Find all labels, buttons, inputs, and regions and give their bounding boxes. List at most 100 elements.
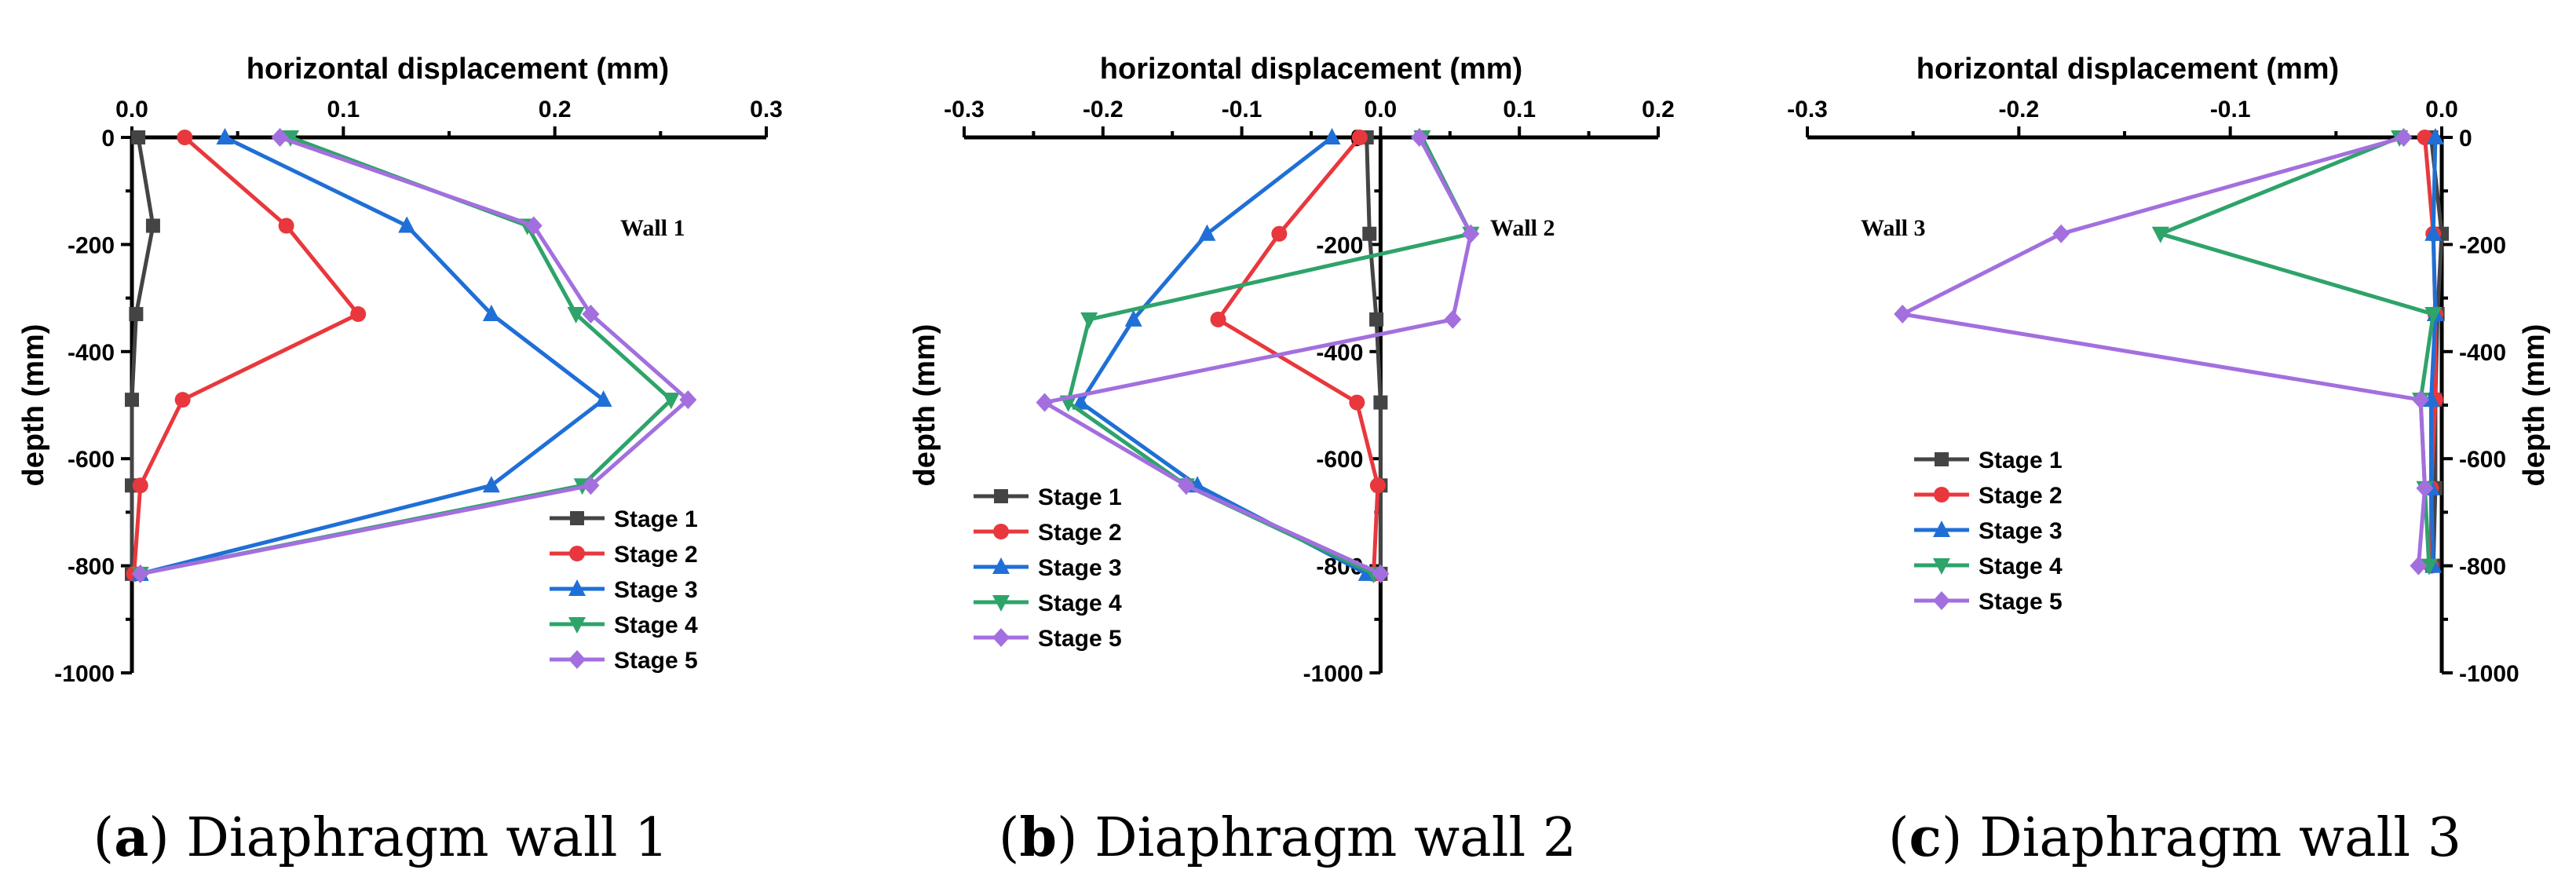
legend-entry: Stage 2 [550,542,698,568]
y-tick-label: -1000 [2459,661,2519,687]
data-point [2424,224,2443,241]
data-point [271,128,289,147]
data-point [1072,393,1090,410]
caption-b-letter: b [1019,806,1057,869]
legend-label: Stage 1 [1979,448,2063,473]
legend-marker [994,489,1008,503]
series-2 [126,130,367,582]
x-tick-label: -0.2 [1998,97,2039,122]
data-point [177,130,193,145]
legend-marker [1933,521,1950,537]
series-line [1365,137,1383,574]
legend-label: Stage 1 [1038,484,1122,510]
series-line [1900,135,2427,566]
data-point [1080,312,1098,329]
chart-panel-b: -0.3-0.2-0.10.00.10.20-200-400-600-800-1… [908,53,1675,687]
legend-entry: Stage 1 [550,506,698,532]
legend-marker [992,557,1010,574]
data-point [1124,309,1142,327]
legend-label: Stage 4 [1979,554,2063,579]
data-point [1271,225,1288,242]
legend-label: Stage 2 [1038,520,1122,546]
legend-marker [569,546,585,561]
data-point [2420,558,2438,576]
data-point [2151,226,2169,243]
data-point [1198,224,1216,241]
data-point [2424,307,2443,324]
data-point [2422,390,2440,407]
legend-label: Stage 2 [1979,483,2063,509]
data-point [1369,312,1384,327]
data-point [1323,128,1341,144]
x-axis-title: horizontal displacement (mm) [1916,53,2339,86]
legend-label: Stage 2 [614,542,698,568]
legend-entry: Stage 5 [974,626,1122,652]
data-point [567,307,585,324]
y-tick-label: -400 [68,340,115,366]
data-point [662,393,680,410]
legend-marker [992,595,1010,612]
data-point [1372,564,1390,583]
data-point [1362,226,1377,241]
legend-marker [1933,591,1950,610]
legend-label: Stage 1 [614,506,698,532]
y-tick-label: -800 [2459,554,2506,580]
data-point [2052,224,2070,243]
data-point [1177,476,1195,495]
series-line [132,136,360,574]
data-point [2412,390,2430,410]
data-point [145,218,160,233]
y-axis-title: depth (mm) [908,324,941,487]
legend-entry: Stage 5 [550,648,698,674]
data-point [398,216,416,233]
data-point [582,305,600,324]
data-point [1369,477,1386,494]
legend-marker [1934,487,1949,502]
legend-marker [568,650,586,669]
y-tick-label: -600 [68,447,115,473]
data-point [2410,556,2428,576]
series-5 [1894,128,2434,576]
data-point [350,306,367,323]
legend-entry: Stage 4 [974,590,1122,616]
y-tick-label: -800 [68,554,115,580]
data-point [216,128,234,144]
data-point [131,130,146,144]
x-tick-label: 0.1 [1503,97,1536,122]
legend-entry: Stage 2 [1914,483,2063,509]
legend-entry: Stage 1 [1914,448,2063,473]
data-point [594,390,612,407]
legend-marker [992,628,1010,647]
data-point [132,477,148,494]
legend-entry: Stage 3 [550,577,698,603]
y-tick-label: -400 [2459,340,2506,366]
y-tick-label: -1000 [1303,661,1364,687]
x-axis-title: horizontal displacement (mm) [247,53,669,86]
data-point [1462,224,1480,243]
legend-label: Stage 4 [1038,590,1122,616]
legend-marker [568,579,586,596]
legend-entry: Stage 4 [1914,554,2063,579]
y-tick-label: -200 [68,232,115,258]
y-tick-label: 0 [2459,126,2472,152]
series-line [130,137,155,574]
legend-marker [1935,452,1949,466]
y-axis-title: depth (mm) [2518,324,2551,487]
x-tick-label: 0.2 [539,97,572,122]
caption-b: (b) Diaphragm wall 2 [999,806,1577,869]
data-point [582,476,600,495]
caption-a-text: Diaphragm wall 1 [186,807,668,869]
series-line [2429,137,2438,566]
series-1 [1359,130,1388,581]
data-point [1210,311,1226,327]
x-tick-label: 0.0 [1365,97,1398,122]
legend-marker [993,524,1009,539]
data-point [1894,305,1912,324]
y-tick-label: 0 [101,126,115,152]
data-point [131,564,149,583]
data-point [1349,394,1365,411]
x-tick-label: 0.1 [327,97,360,122]
